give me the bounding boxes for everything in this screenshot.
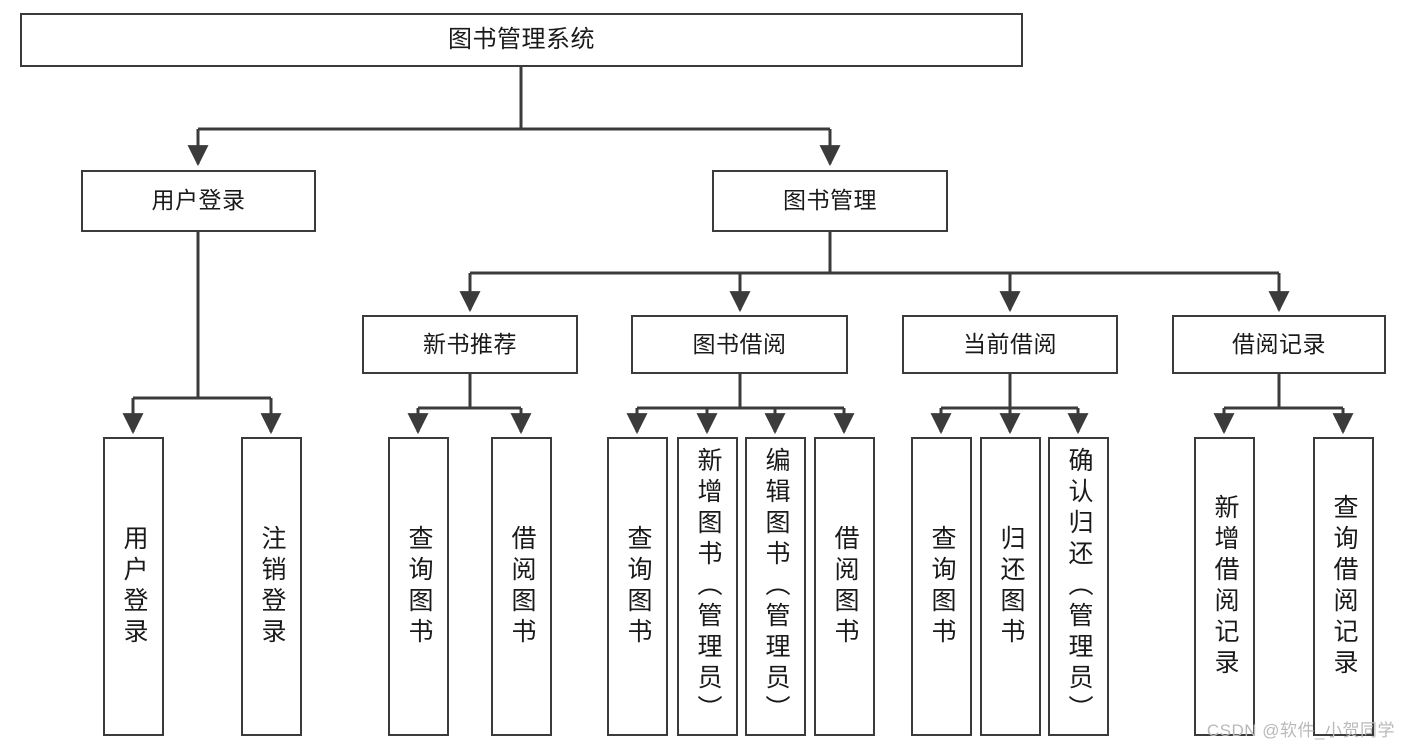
node-label: 借阅图书 [508,524,536,649]
node-user-login[interactable]: 用户登录 [81,170,316,232]
node-current-borrow[interactable]: 当前借阅 [902,315,1118,374]
node-borrow-record[interactable]: 借阅记录 [1172,315,1386,374]
node-label: 借阅图书 [831,524,859,649]
node-label: 图书借阅 [692,330,787,357]
node-leaf-query-book[interactable]: 查询图书 [911,437,972,736]
node-leaf-edit-book-admin[interactable]: 编辑图书（管理员） [745,437,806,736]
node-label: 注销登录 [258,524,286,649]
node-root-book-management-system[interactable]: 图书管理系统 [20,13,1023,67]
node-leaf-borrow-book[interactable]: 借阅图书 [491,437,552,736]
node-label: 用户登录 [151,187,246,214]
node-label: 用户登录 [120,524,148,649]
node-leaf-confirm-return-admin[interactable]: 确认归还（管理员） [1048,437,1109,736]
node-leaf-add-borrow-record[interactable]: 新增借阅记录 [1194,437,1255,736]
node-label: 查询图书 [928,524,956,649]
node-leaf-borrow-book[interactable]: 借阅图书 [814,437,875,736]
node-label: 图书管理 [783,187,877,214]
node-label: 新增借阅记录 [1211,493,1239,680]
csdn-watermark: CSDN @软件_小贺同学 [1206,721,1395,740]
node-leaf-query-book[interactable]: 查询图书 [388,437,449,736]
node-leaf-return-book[interactable]: 归还图书 [980,437,1041,736]
node-leaf-user-login[interactable]: 用户登录 [103,437,164,736]
node-book-borrow[interactable]: 图书借阅 [631,315,848,374]
node-label: 归还图书 [997,524,1025,649]
node-book-management[interactable]: 图书管理 [712,170,948,232]
node-label: 查询图书 [405,524,433,649]
node-label: 新增图书（管理员） [694,447,722,726]
node-leaf-query-book[interactable]: 查询图书 [607,437,668,736]
node-new-book-recommendation[interactable]: 新书推荐 [362,315,578,374]
node-leaf-add-book-admin[interactable]: 新增图书（管理员） [677,437,738,736]
node-label: 图书管理系统 [448,25,595,53]
node-label: 查询图书 [624,524,652,649]
node-leaf-query-borrow-record[interactable]: 查询借阅记录 [1313,437,1374,736]
node-leaf-logout-login[interactable]: 注销登录 [241,437,302,736]
node-label: 新书推荐 [423,330,517,357]
node-label: 确认归还（管理员） [1065,447,1093,726]
node-label: 当前借阅 [963,330,1057,357]
node-label: 借阅记录 [1232,330,1326,357]
node-label: 查询借阅记录 [1330,493,1358,680]
node-label: 编辑图书（管理员） [762,447,790,726]
